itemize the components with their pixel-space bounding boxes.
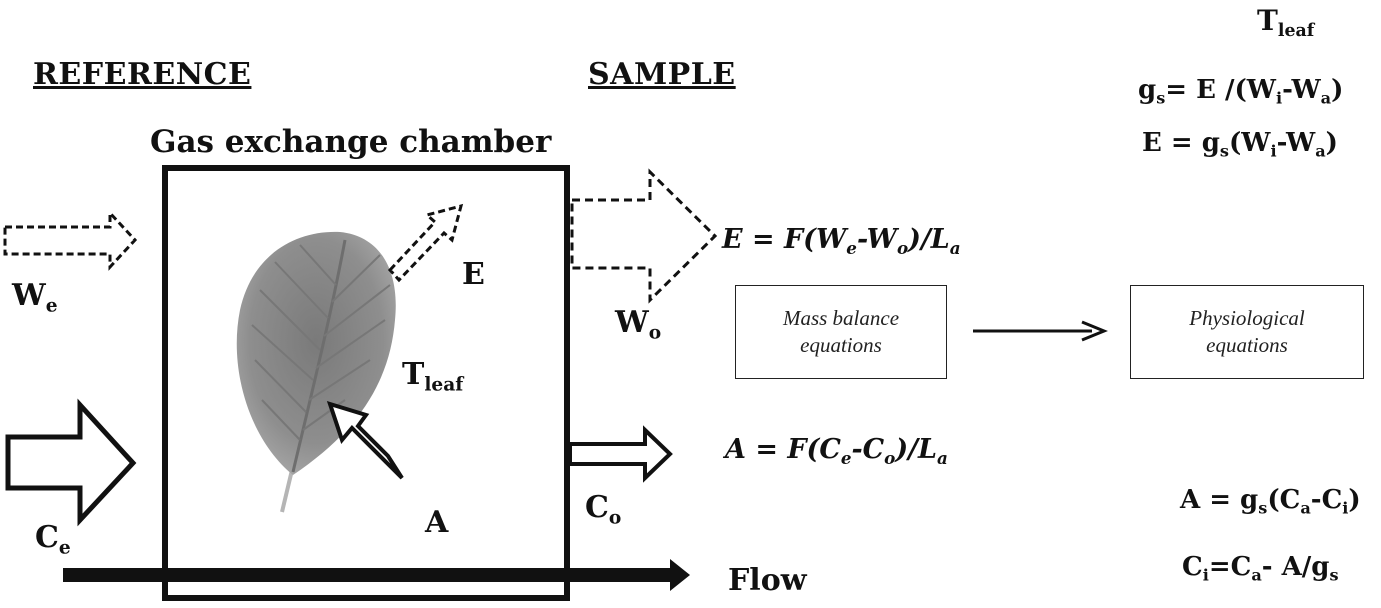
eq-A-phys-sub-s: s (1258, 498, 1268, 518)
eq-E-phys-p1: E = g (1142, 128, 1220, 158)
label-W-o-sub: o (648, 322, 662, 344)
mass-balance-box: Mass balance equations (735, 285, 947, 379)
water-inflow-arrow (3, 209, 138, 271)
label-C-e-sub: e (58, 537, 71, 559)
physiological-box-text: Physiological equations (1189, 305, 1304, 359)
label-C-o: Co (585, 490, 621, 529)
equation-A-physiological: A = gs(Ca-Ci) (1180, 485, 1361, 518)
eq-A-mass-sub-o: o (884, 447, 896, 468)
mass-balance-line-2: equations (800, 333, 882, 357)
eq-E-phys-sub-i: i (1270, 141, 1277, 161)
eq-A-mass-sub-e: e (840, 447, 852, 468)
mass-balance-line-1: Mass balance (782, 306, 900, 330)
physiological-box: Physiological equations (1130, 285, 1364, 379)
eq-A-phys-p2: (C (1267, 485, 1301, 515)
eq-Ci-sub-a: a (1251, 565, 1262, 585)
eq-gs-sub-i: i (1275, 88, 1283, 108)
eq-gs-sub-s: s (1156, 88, 1166, 108)
label-C-o-sub: o (608, 507, 622, 529)
eq-E-phys-p4: ) (1325, 128, 1338, 158)
eq-E-phys-p2: (W (1228, 128, 1271, 158)
leaf-image (236, 231, 396, 513)
eq-A-mass-rhs: )/L (895, 434, 937, 465)
eq-gs-p3: -W (1282, 75, 1321, 105)
eq-Ci-p2: =C (1208, 552, 1252, 582)
eq-gs-p1: g (1138, 75, 1157, 105)
eq-A-phys-p3: -C (1310, 485, 1343, 515)
eq-gs-sub-a: a (1320, 88, 1332, 108)
eq-A-phys-sub-i: i (1342, 498, 1349, 518)
eq-E-mass-rhs: )/L (908, 224, 950, 255)
eq-E-mass-sub-a: a (949, 237, 961, 258)
eq-A-mass-mid: -C (851, 434, 885, 465)
label-W-e-main: W (12, 278, 46, 313)
label-C-e-main: C (35, 520, 59, 555)
eq-Ci-p3: - A/g (1261, 552, 1330, 582)
eq-E-mass-lhs: E = F(W (722, 224, 847, 255)
eq-gs-p4: ) (1331, 75, 1344, 105)
eq-E-phys-sub-a: a (1315, 141, 1326, 161)
co2-outflow-arrow (568, 425, 673, 483)
co2-inflow-arrow (5, 398, 137, 527)
flow-arrow (63, 559, 690, 591)
chamber-title: Gas exchange chamber (150, 124, 552, 160)
label-W-o-main: W (615, 305, 649, 340)
connector-arrowhead (1081, 320, 1108, 342)
label-C-e: Ce (35, 520, 71, 559)
physiological-line-1: Physiological (1189, 306, 1305, 330)
eq-gs-p2: = E /(W (1165, 75, 1276, 105)
eq-A-phys-p4: ) (1348, 485, 1361, 515)
label-T-leaf-right-sub: leaf (1277, 21, 1315, 42)
equation-E-physiological: E = gs(Wi-Wa) (1142, 128, 1338, 161)
flow-label: Flow (728, 563, 807, 598)
label-W-o: Wo (615, 305, 661, 344)
eq-A-phys-sub-a: a (1300, 498, 1311, 518)
eq-E-mass-mid: -W (856, 224, 897, 255)
eq-A-mass-lhs: A = F(C (725, 434, 841, 465)
label-T-leaf-sub: leaf (424, 374, 464, 396)
eq-Ci-sub-s: s (1329, 565, 1339, 585)
label-T-leaf: Tleaf (402, 357, 463, 396)
label-W-e-sub: e (45, 295, 58, 317)
physiological-line-2: equations (1206, 333, 1288, 357)
mass-balance-box-text: Mass balance equations (783, 305, 899, 359)
eq-Ci-sub-i: i (1202, 565, 1209, 585)
water-outflow-arrow (570, 168, 718, 304)
label-T-leaf-right: Tleaf (1257, 4, 1314, 41)
reference-heading: REFERENCE (33, 57, 252, 92)
eq-E-mass-sub-o: o (897, 237, 909, 258)
label-E-inside: E (462, 257, 485, 292)
equation-A-mass-balance: A = F(Ce-Co)/La (725, 434, 948, 468)
equation-Ci: Ci=Ca- A/gs (1182, 552, 1339, 585)
eq-Ci-p1: C (1182, 552, 1203, 582)
label-C-o-main: C (585, 490, 609, 525)
transpiration-arrow (387, 203, 464, 283)
sample-heading: SAMPLE (588, 57, 736, 92)
label-W-e: We (12, 278, 58, 317)
eq-E-mass-sub-e: e (846, 237, 857, 258)
label-T-leaf-main: T (402, 357, 425, 392)
equation-gs: gs= E /(Wi-Wa) (1138, 75, 1343, 108)
eq-E-phys-p3: -W (1276, 128, 1316, 158)
eq-A-phys-p1: A = g (1180, 485, 1259, 515)
gas-exchange-chamber (162, 165, 570, 601)
label-A-inside: A (425, 505, 449, 540)
equation-E-mass-balance: E = F(We-Wo)/La (722, 224, 961, 258)
label-T-leaf-right-main: T (1257, 4, 1278, 37)
assimilation-arrow (326, 400, 404, 480)
eq-A-mass-sub-a: a (936, 447, 948, 468)
eq-E-phys-sub-s: s (1219, 141, 1229, 161)
